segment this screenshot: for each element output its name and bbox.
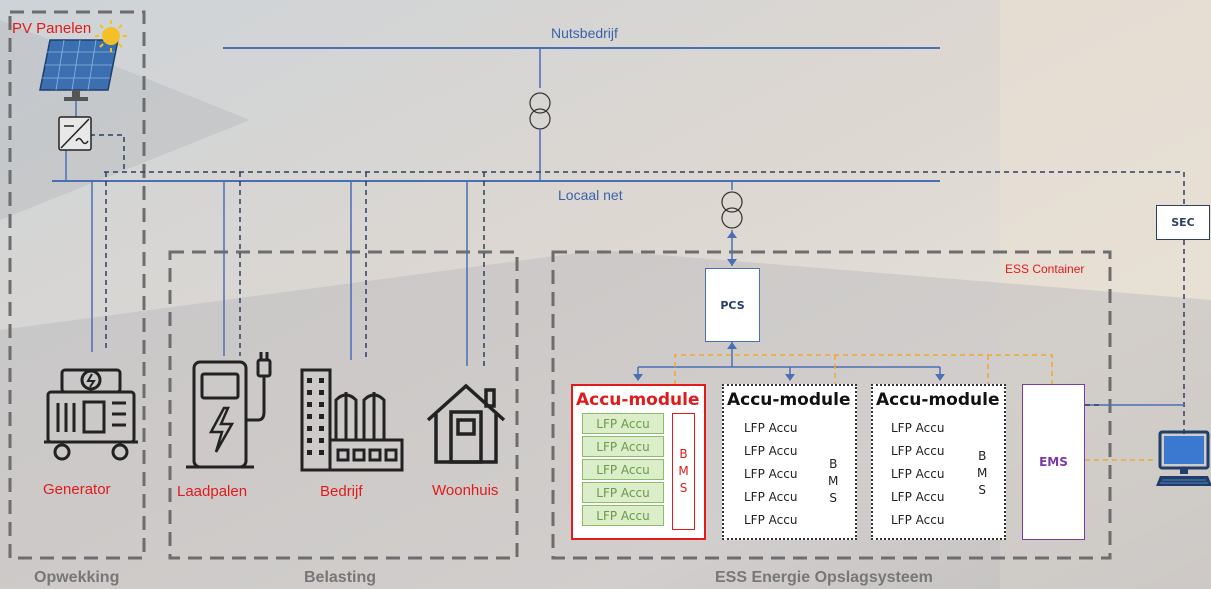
cell: LFP Accu [582,482,664,503]
frame-belasting [170,252,517,558]
bms-column: B M S [977,448,987,499]
bms-box: B M S [672,413,695,530]
cell-label: LFP Accu [596,440,649,454]
cell: LFP Accu [582,413,664,434]
cell-label: LFP Accu [744,486,797,509]
bms-letter: S [978,482,986,499]
inverter-icon [59,117,91,150]
bedrijf-label: Bedrijf [320,483,363,500]
pcs-box: PCS [705,268,760,342]
cell-label: LFP Accu [744,463,797,486]
cell-label: LFP Accu [891,509,944,532]
charging-station-icon [186,352,270,467]
bms-letter: S [680,480,688,497]
cell: LFP Accu [582,505,664,526]
pv-panel-icon [40,40,118,101]
opwekking-label: Opwekking [34,569,119,587]
cell: LFP Accu [582,436,664,457]
ess-container-label: ESS Container [1005,262,1084,276]
cell-stack: LFP Accu LFP Accu LFP Accu LFP Accu LFP … [891,417,944,532]
cell-label: LFP Accu [596,486,649,500]
cell-label: LFP Accu [744,509,797,532]
accu-module-2: Accu-module LFP Accu LFP Accu LFP Accu L… [722,384,857,540]
bms-letter: M [828,473,838,490]
pcs-label: PCS [720,299,744,312]
cell: LFP Accu [582,459,664,480]
generator-label: Generator [43,481,111,498]
accu-module-3: Accu-module LFP Accu LFP Accu LFP Accu L… [871,384,1006,540]
bms-letter: B [978,448,986,465]
bms-letter: M [678,463,688,480]
belasting-label: Belasting [304,569,376,587]
accu-module-title: Accu-module [876,390,1000,410]
cell-label: LFP Accu [744,440,797,463]
cell-label: LFP Accu [596,417,649,431]
computer-icon [1156,432,1211,486]
cell-label: LFP Accu [891,486,944,509]
cell-label: LFP Accu [891,463,944,486]
ess-system-label: ESS Energie Opslagsysteem [715,569,933,587]
locaal-net-label: Locaal net [558,187,623,203]
cell-stack: LFP Accu LFP Accu LFP Accu LFP Accu LFP … [744,417,797,532]
woonhuis-label: Woonhuis [432,482,498,499]
cell-label: LFP Accu [891,417,944,440]
nutsbedrijf-label: Nutsbedrijf [551,25,618,41]
cell-stack: LFP Accu LFP Accu LFP Accu LFP Accu LFP … [582,413,664,528]
factory-icon [302,370,402,470]
accu-module-title: Accu-module [727,390,851,410]
house-icon [428,386,504,462]
laadpalen-label: Laadpalen [177,483,247,500]
ems-label: EMS [1039,455,1068,469]
sec-label: SEC [1171,216,1195,229]
bms-column: B M S [828,456,838,507]
cell-label: LFP Accu [891,440,944,463]
bms-letter: S [829,490,837,507]
ems-box: EMS [1022,384,1085,540]
cell-label: LFP Accu [596,509,649,523]
cell-label: LFP Accu [596,463,649,477]
bms-letter: M [977,465,987,482]
cell-label: LFP Accu [744,417,797,440]
pv-panelen-label: PV Panelen [12,20,91,37]
sec-box: SEC [1156,205,1210,240]
accu-module-title: Accu-module [576,390,700,410]
bms-letter: B [829,456,837,473]
accu-module-1: Accu-module LFP Accu LFP Accu LFP Accu L… [571,384,706,540]
generator-icon [44,370,138,459]
bms-letter: B [679,446,687,463]
